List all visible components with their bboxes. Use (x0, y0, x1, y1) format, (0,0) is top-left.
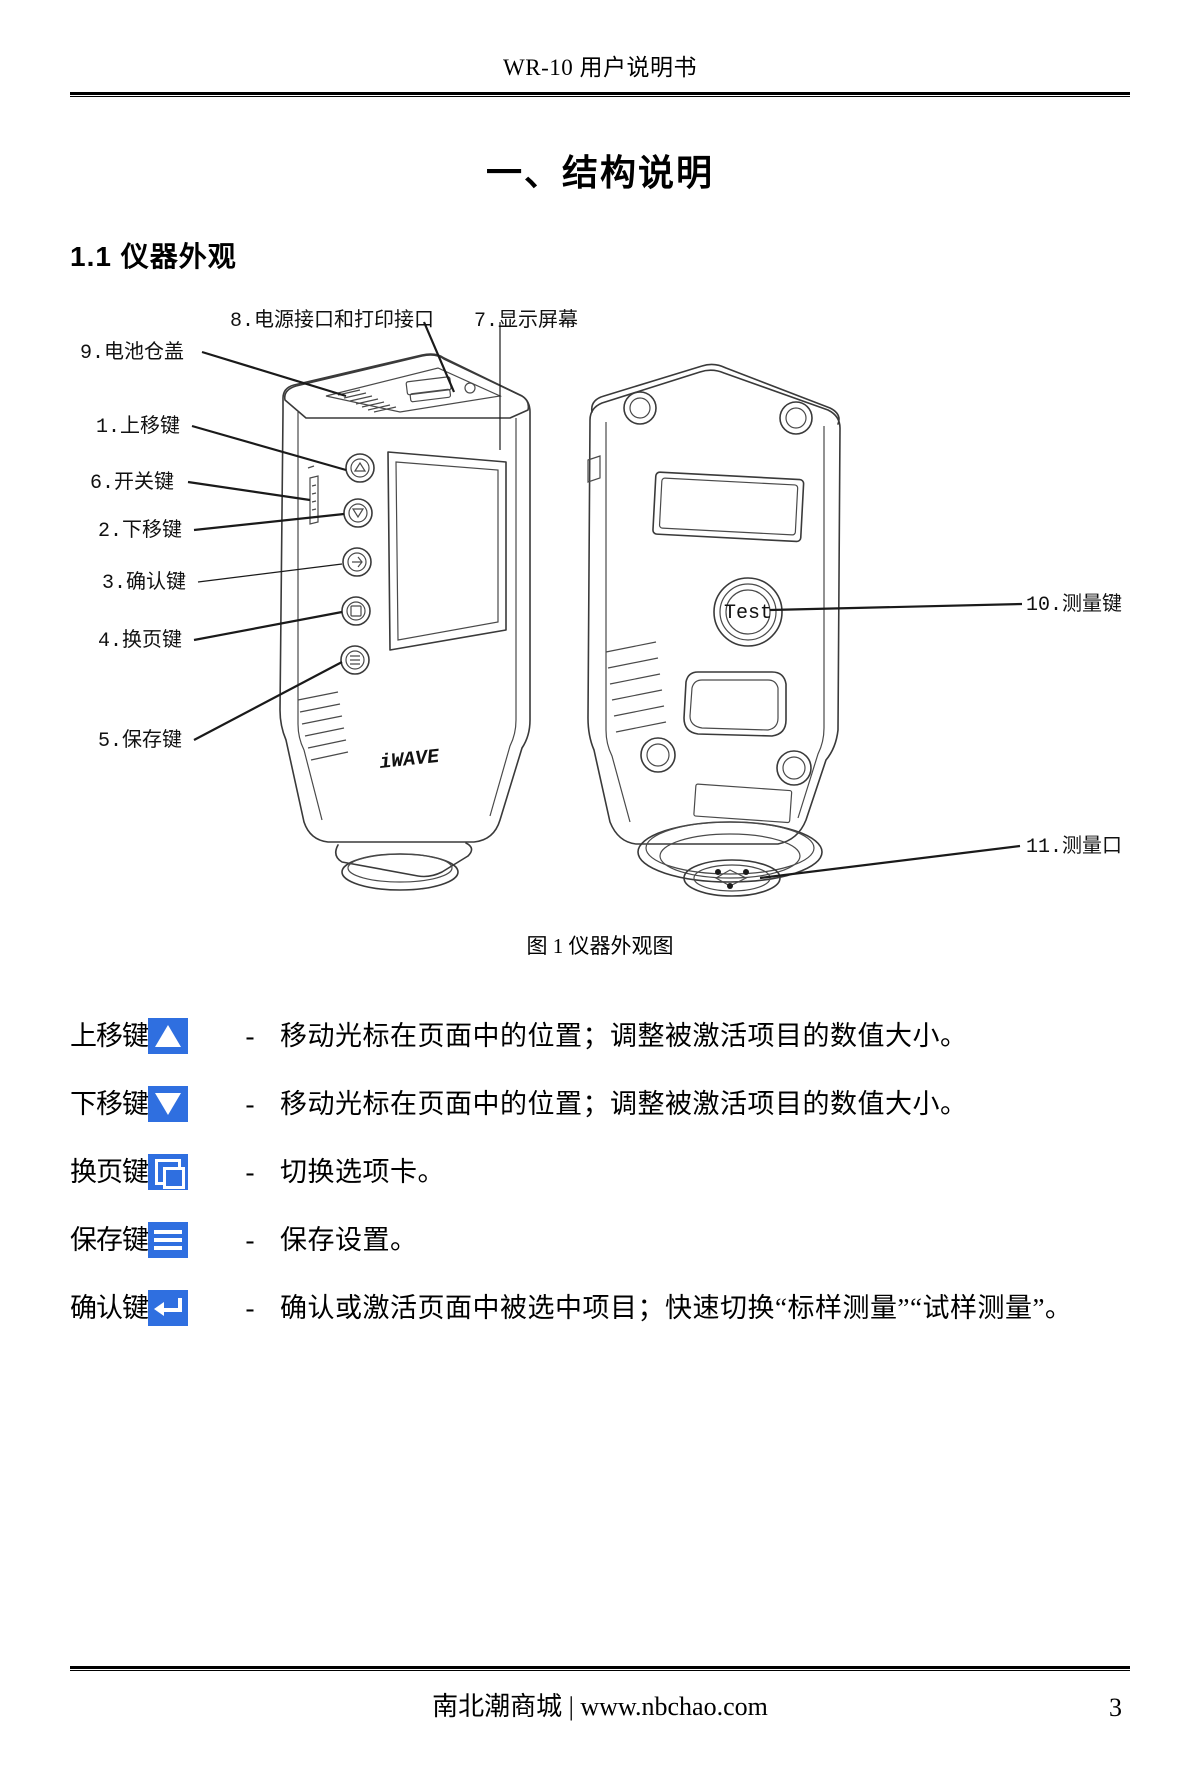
key-description: 确认或激活页面中被选中项目；快速切换“标样测量”“试样测量”。 (280, 1293, 1073, 1323)
key-label: 确认键 (70, 1293, 149, 1323)
key-name-cell: 保存键 (70, 1209, 220, 1271)
callout-label-6: 6.开关键 (90, 470, 174, 495)
footer-site-text: 南北潮商城 | www.nbchao.com (432, 1692, 768, 1721)
triangle-down-icon (148, 1086, 188, 1122)
key-row-up: 上移键 - 移动光标在页面中的位置；调整被激活项目的数值大小。 (70, 1005, 1130, 1067)
key-separator: - (245, 1293, 255, 1323)
enter-arrow-icon (148, 1290, 188, 1326)
callout-label-8: 8.电源接口和打印接口 (230, 308, 434, 333)
key-name-cell: 确认键 (70, 1277, 220, 1339)
figure-caption: 图 1 仪器外观图 (526, 934, 674, 958)
callout-label-4: 4.换页键 (98, 628, 182, 653)
section-title: 1.1 仪器外观 (70, 241, 237, 273)
key-separator: - (245, 1225, 255, 1255)
page-number: 3 (1109, 1693, 1122, 1722)
callout-label-10: 10.测量键 (1026, 592, 1122, 617)
key-name-cell: 上移键 (70, 1005, 220, 1067)
callout-label-11: 11.测量口 (1026, 834, 1122, 859)
key-separator: - (245, 1089, 255, 1119)
device-brand-text: iWAVE (378, 746, 441, 775)
callout-label-1: 1.上移键 (96, 414, 180, 439)
key-description: 移动光标在页面中的位置；调整被激活项目的数值大小。 (280, 1089, 968, 1119)
chapter-title: 一、结构说明 (485, 152, 714, 194)
key-description-list: 上移键 - 移动光标在页面中的位置；调整被激活项目的数值大小。 下移键 - 移动… (70, 1005, 1130, 1345)
key-separator: - (245, 1157, 255, 1187)
key-row-save: 保存键 - 保存设置。 (70, 1209, 1130, 1271)
key-row-page: 换页键 - 切换选项卡。 (70, 1141, 1130, 1203)
callout-label-3: 3.确认键 (102, 570, 186, 595)
key-row-enter: 确认键 - 确认或激活页面中被选中项目；快速切换“标样测量”“试样测量”。 (70, 1277, 1130, 1339)
callout-label-2: 2.下移键 (98, 518, 182, 543)
key-label: 下移键 (70, 1089, 149, 1119)
device-appearance-figure: .ln { fill:none; stroke:#3a3a3a; stroke-… (70, 300, 1130, 940)
callout-label-7: 7.显示屏幕 (474, 308, 578, 333)
triangle-up-icon (148, 1018, 188, 1054)
key-description: 切换选项卡。 (280, 1157, 445, 1187)
key-label: 保存键 (70, 1225, 149, 1255)
key-description: 移动光标在页面中的位置；调整被激活项目的数值大小。 (280, 1021, 968, 1051)
test-button-label: Test (724, 602, 772, 625)
callout-label-5: 5.保存键 (98, 728, 182, 753)
key-name-cell: 换页键 (70, 1141, 220, 1203)
running-header: WR-10 用户说明书 (503, 55, 697, 80)
device-line-drawing: .ln { fill:none; stroke:#3a3a3a; stroke-… (80, 308, 1122, 897)
page-switch-icon (148, 1154, 188, 1190)
key-separator: - (245, 1021, 255, 1051)
header-divider-rule (70, 92, 1130, 97)
key-label: 上移键 (70, 1021, 149, 1051)
callout-label-9: 9.电池仓盖 (80, 340, 184, 365)
key-label: 换页键 (70, 1157, 149, 1187)
footer-divider-rule (70, 1666, 1130, 1671)
key-name-cell: 下移键 (70, 1073, 220, 1135)
key-row-down: 下移键 - 移动光标在页面中的位置；调整被激活项目的数值大小。 (70, 1073, 1130, 1135)
save-lines-icon (148, 1222, 188, 1258)
key-description: 保存设置。 (280, 1225, 418, 1255)
